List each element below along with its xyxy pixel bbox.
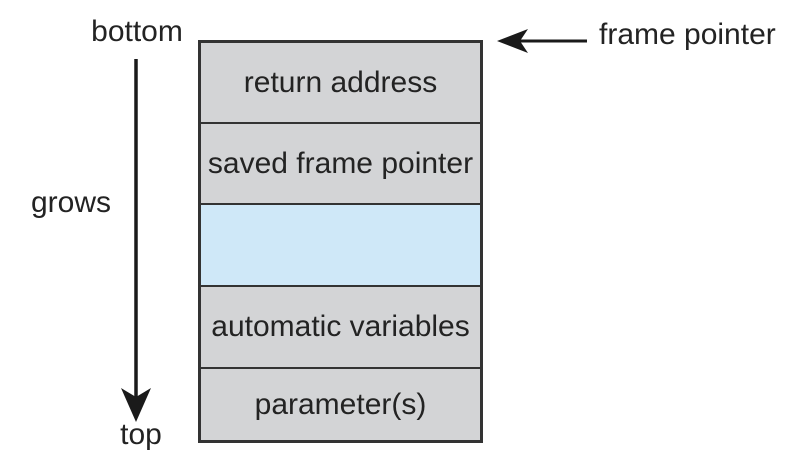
stack-cell-label: return address [243,65,438,99]
label-grows: grows [30,186,112,219]
stack-cell-label: automatic variables [211,310,470,343]
stack-cell-label: parameter(s) [254,387,427,421]
stack-cell-empty-highlight [201,203,480,285]
stack-growth-down-arrow-icon [121,59,151,422]
stack-cell-parameters: parameter(s) [201,367,480,440]
stack-cell-label: saved frame pointer [207,146,474,180]
frame-pointer-left-arrow-icon [497,29,587,53]
stack-cell-automatic-variables: automatic variables [201,285,480,367]
label-top: top [120,418,162,451]
stack-box: return address saved frame pointer autom… [198,40,483,443]
label-frame-pointer: frame pointer [599,18,776,51]
stack-cell-return-address: return address [201,43,480,122]
stack-cell-saved-frame-pointer: saved frame pointer [201,122,480,203]
label-bottom: bottom [91,15,183,48]
